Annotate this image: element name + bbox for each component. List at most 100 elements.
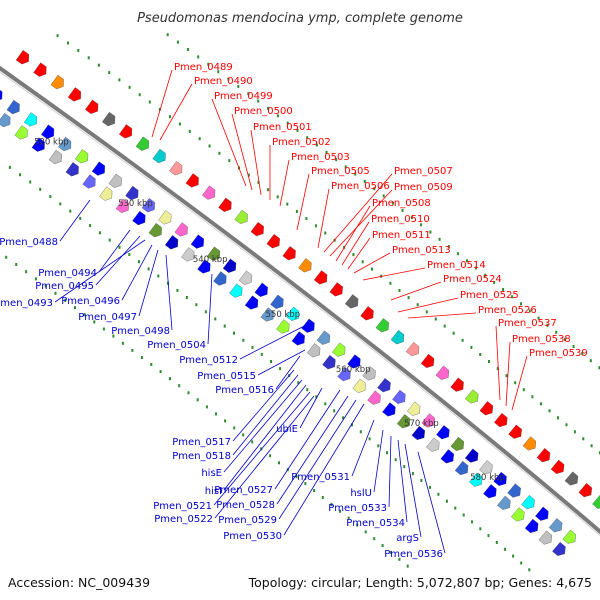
- label-leader-line: [275, 355, 301, 390]
- tick-dot: [368, 437, 371, 441]
- label-leader-line: [98, 229, 131, 273]
- tick-dot: [98, 231, 101, 235]
- tick-dot: [196, 398, 199, 402]
- reverse-gene-arrow: [58, 136, 72, 152]
- tick-dot: [247, 173, 250, 177]
- label-leader-line: [347, 237, 371, 270]
- forward-gene-arrow: [508, 424, 522, 439]
- scale-tick-label: 520 kbp: [34, 138, 69, 148]
- tick-dot: [198, 137, 201, 141]
- label-leader-line: [323, 173, 393, 253]
- tick-dot: [484, 273, 487, 277]
- label-leader-line: [257, 349, 306, 376]
- gene-label: Pmen_0531: [291, 472, 350, 483]
- reverse-gene-arrow: [362, 366, 376, 381]
- reverse-gene-arrow: [291, 331, 305, 346]
- reverse-gene-arrow: [254, 282, 268, 297]
- forward-gene-arrow: [420, 353, 435, 368]
- reverse-gene-arrow: [454, 460, 469, 476]
- tick-dot: [315, 395, 318, 399]
- tick-dot: [452, 331, 455, 335]
- gene-label: Pmen_0495: [35, 281, 94, 292]
- tick-dot: [131, 348, 134, 352]
- tick-dot: [64, 298, 67, 302]
- tick-dot: [267, 106, 270, 110]
- forward-gene-arrow: [85, 99, 99, 114]
- gene-feature-tracks: [0, 50, 600, 556]
- tick-dot: [59, 202, 62, 206]
- tick-dot: [356, 523, 359, 527]
- tick-dot: [330, 502, 333, 506]
- reverse-gene-arrow: [99, 186, 113, 201]
- tick-dot: [269, 454, 272, 458]
- forward-gene-arrow: [266, 234, 280, 249]
- tick-dot: [79, 216, 82, 220]
- tick-dot: [83, 313, 86, 317]
- reverse-gene-arrow: [75, 149, 89, 164]
- gene-label: Pmen_0528: [216, 500, 275, 511]
- tick-dot: [546, 323, 549, 327]
- label-leader-line: [232, 369, 295, 442]
- reverse-gene-arrow: [562, 529, 576, 544]
- gene-label: Pmen_0537: [498, 318, 557, 329]
- tick-dot: [373, 537, 376, 541]
- reverse-gene-arrow: [285, 306, 300, 321]
- reverse-gene-arrow: [450, 436, 464, 451]
- forward-gene-arrow: [435, 365, 450, 380]
- tick-dot: [166, 33, 169, 37]
- tick-dot: [270, 360, 272, 363]
- gene-label: Pmen_0498: [111, 326, 170, 337]
- label-leader-line: [335, 205, 371, 262]
- reverse-gene-arrow: [322, 355, 336, 370]
- reverse-gene-arrow: [244, 295, 259, 310]
- tick-dot: [233, 426, 236, 430]
- tick-dot: [443, 324, 446, 328]
- forward-gene-arrow: [169, 161, 183, 176]
- tick-dot: [251, 440, 254, 444]
- tick-dot: [555, 330, 558, 334]
- reverse-gene-arrow: [406, 401, 421, 416]
- tick-dot: [456, 252, 459, 256]
- tick-dot: [15, 263, 18, 266]
- tick-dot: [157, 274, 160, 278]
- tick-dot: [565, 423, 568, 427]
- tick-dot: [401, 208, 404, 212]
- tick-dot: [364, 530, 367, 534]
- label-leader-line: [231, 113, 253, 191]
- label-leader-line: [250, 129, 262, 196]
- forward-gene-arrow: [390, 330, 405, 345]
- reverse-gene-arrow: [41, 124, 55, 139]
- tick-dot: [563, 337, 566, 341]
- label-leader-line: [505, 341, 511, 407]
- tick-dot: [390, 550, 392, 554]
- reverse-gene-arrow: [352, 378, 366, 393]
- reverse-gene-arrow: [382, 402, 396, 417]
- tick-dot: [445, 499, 448, 503]
- tick-dot: [19, 173, 22, 177]
- tick-dot: [295, 209, 298, 213]
- tick-dot: [496, 367, 499, 371]
- tick-dot: [93, 320, 96, 324]
- reverse-gene-arrow: [48, 149, 62, 165]
- forward-gene-arrow: [118, 124, 133, 139]
- tick-dot: [279, 367, 282, 371]
- tick-dot: [54, 291, 57, 295]
- tick-dot: [381, 544, 384, 548]
- forward-gene-arrow: [50, 74, 64, 90]
- forward-gene-arrow: [102, 111, 116, 127]
- reverse-gene-arrow: [6, 99, 20, 115]
- tick-dot: [242, 338, 245, 342]
- reverse-gene-arrow: [23, 112, 37, 127]
- tick-dot: [321, 496, 324, 499]
- scale-tick-label: 580 kbp: [470, 473, 505, 483]
- scale-tick-label: 530 kbp: [118, 199, 153, 209]
- forward-gene-arrow: [15, 50, 29, 65]
- tick-dot: [138, 260, 140, 264]
- reverse-gene-arrow: [181, 247, 195, 262]
- gene-label: Pmen_0525: [460, 290, 519, 301]
- reverse-gene-arrow: [524, 518, 539, 533]
- reverse-gene-arrow: [535, 506, 549, 521]
- tick-dot: [267, 188, 270, 192]
- label-leader-line: [159, 83, 193, 141]
- tick-dot: [438, 237, 441, 241]
